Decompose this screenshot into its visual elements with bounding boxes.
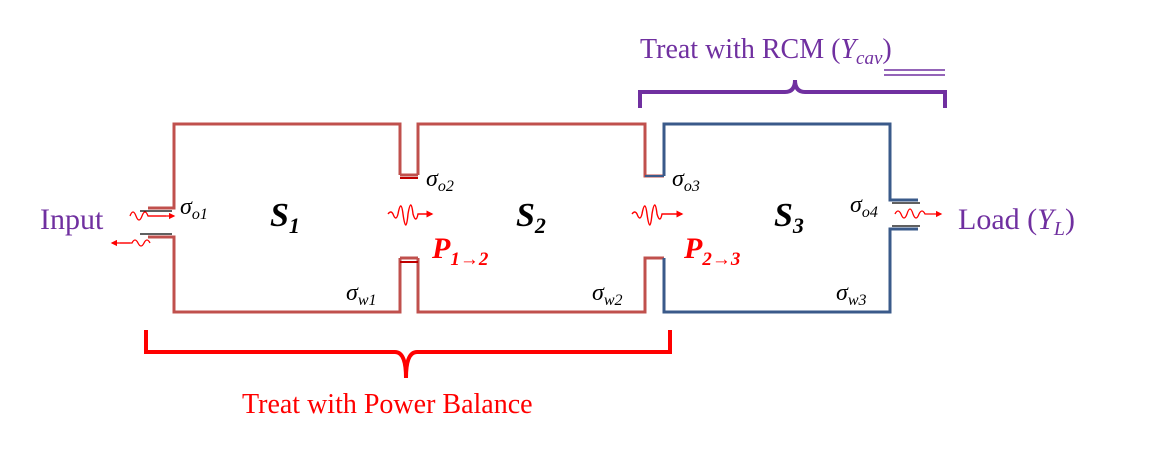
rcm-brace-icon <box>638 79 947 108</box>
cavity-s3-outline <box>662 122 918 314</box>
input-aperture-lines <box>140 210 172 235</box>
rcm-label: Treat with RCM (Ycav) <box>640 34 892 69</box>
rcm-double-underline <box>884 69 945 76</box>
sigma-w2-label: σw2 <box>592 280 623 309</box>
sigma-o2-label: σo2 <box>426 166 454 195</box>
cavity-s2-label: S2 <box>516 197 546 238</box>
input-wave-packet-icon <box>110 211 176 247</box>
power-balance-label: Treat with Power Balance <box>242 389 533 420</box>
p12-label: P1→2 <box>431 232 489 270</box>
p12-wave-packet-icon <box>387 204 434 226</box>
p23-wave-packet-icon <box>631 204 684 226</box>
load-aperture-lines <box>892 202 920 227</box>
power-balance-brace-icon <box>144 330 672 379</box>
sigma-o3-label: σo3 <box>672 166 700 195</box>
sigma-o1-label: σo1 <box>180 194 208 223</box>
cavity-s1-outline <box>148 122 402 314</box>
cavity-s1-label: S1 <box>270 197 300 238</box>
input-label: Input <box>40 203 104 236</box>
sigma-w1-label: σw1 <box>346 280 377 309</box>
sigma-w3-label: σw3 <box>836 280 867 309</box>
load-wave-packet-icon <box>894 208 943 219</box>
sigma-o4-label: σo4 <box>850 192 878 221</box>
cavity-s3-label: S3 <box>774 197 804 238</box>
load-label: Load (YL) <box>958 203 1075 240</box>
p23-label: P2→3 <box>683 232 740 270</box>
